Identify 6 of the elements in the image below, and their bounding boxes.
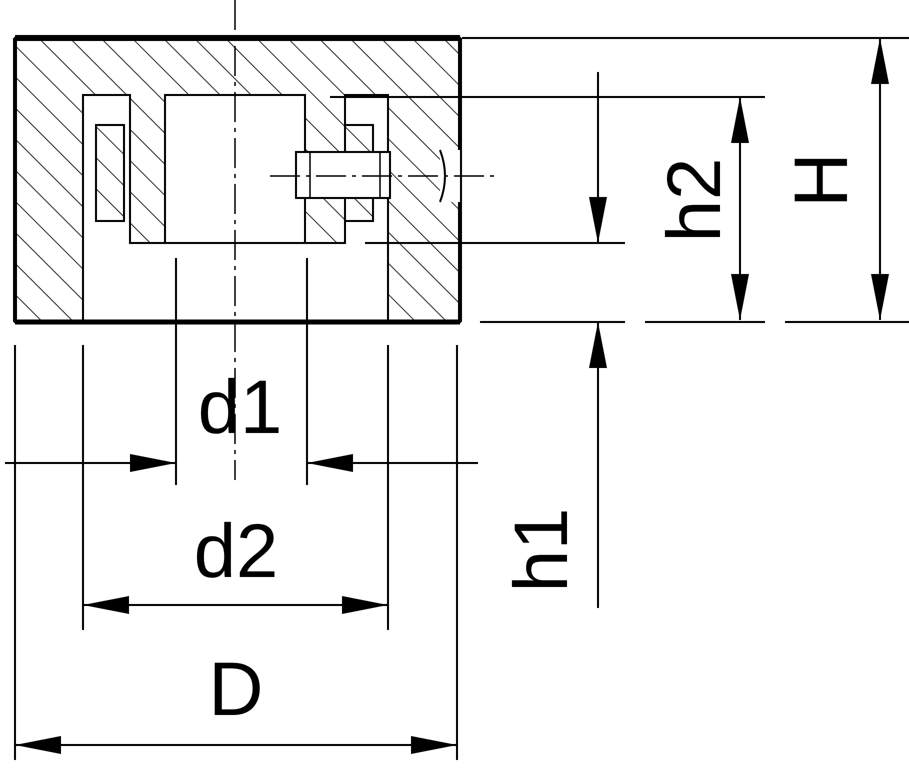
dimension-label: h2: [657, 158, 733, 242]
dimension-label: d2: [194, 514, 278, 590]
dimension-label: h1: [504, 508, 580, 592]
dimension-label: d1: [198, 370, 282, 446]
dimension-label: D: [208, 652, 264, 728]
dimension-label: H: [784, 152, 860, 208]
